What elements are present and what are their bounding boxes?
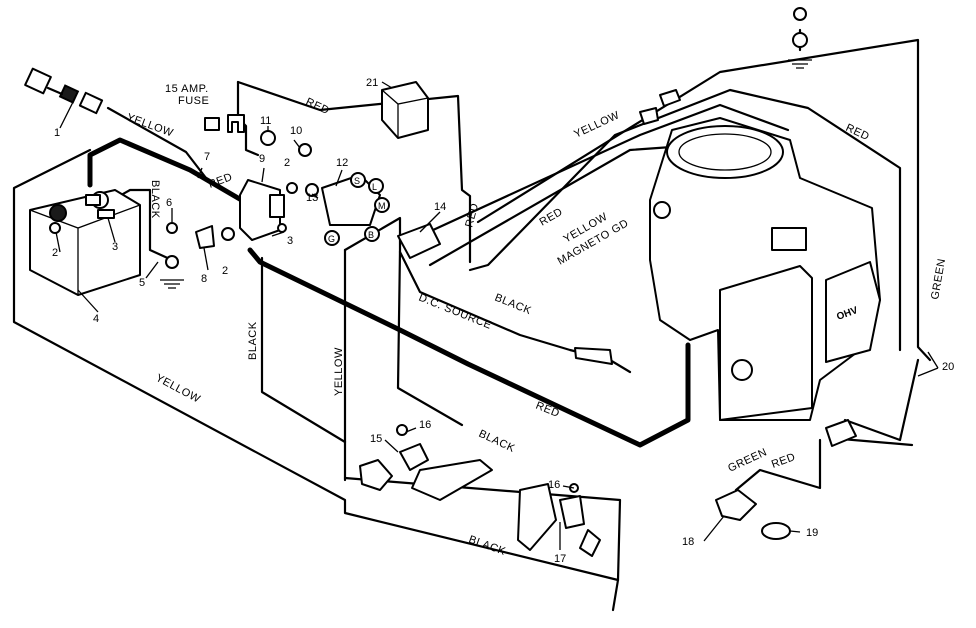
part-number-3-2: 3 [287,235,293,247]
label-yellow-vertical: YELLOW [333,347,345,396]
label-red-bottom: RED [770,451,797,471]
wire-black-vertical [260,256,347,444]
pto-switch [517,483,601,557]
wire-yellow-magneto [476,38,932,362]
label-black-vertical: BLACK [247,321,259,360]
terminal-b: B [368,230,374,240]
wire-black-dc-source [398,250,632,374]
part-number-18: 18 [682,536,694,548]
part-number-15: 15 [370,433,382,445]
wire-green-bottom [734,438,822,492]
part-number-5: 5 [139,277,145,289]
label-red-14: RED [463,202,481,229]
wire-yellow-magneto-inner [418,103,790,238]
connector-1 [24,67,104,115]
part-number-16: 16 [419,419,431,431]
part-number-17: 17 [554,553,566,565]
headlight [715,489,791,540]
part-number-7: 7 [204,151,210,163]
terminal-s: S [354,176,360,186]
solenoid-terminals: S LM G B [328,176,386,244]
part-number-14: 14 [434,201,446,213]
engine: OHV [649,117,881,421]
part-number-19: 19 [806,527,818,539]
label-black-bottom: BLACK [467,534,508,559]
ignition-switch [239,179,285,241]
wire-black-bottom [343,476,622,612]
wire-yellow-top [106,106,208,180]
small-hardware [49,89,681,493]
part-number-3: 3 [112,241,118,253]
wire-red-upper [236,80,472,264]
seat-connector [359,459,393,491]
wire-yellow-vertical [343,216,464,427]
part-number-1: 1 [54,127,60,139]
part-number-12: 12 [336,157,348,169]
ground-top [788,7,812,69]
connector-14 [397,223,441,259]
part-number-20: 20 [942,361,954,373]
fuse-label: 15 AMP. FUSE [165,83,209,107]
part-number-9: 9 [259,153,265,165]
part-number-8: 8 [201,273,207,285]
part-number-6: 6 [166,197,172,209]
fuse [204,114,245,133]
leader-lines [55,81,939,550]
label-dc-source: D.C. SOURCE [417,292,493,332]
label-red-main: RED [534,400,561,420]
wire-yellow-outer [12,148,620,582]
terminal-g: G [328,234,335,244]
label-red-top: RED [304,96,331,117]
wire-red-battery [87,137,253,208]
terminal-m: M [378,201,386,211]
seat-switch [399,443,493,501]
terminal-l: L [372,182,377,192]
battery [29,189,141,296]
part-number-2-2: 2 [222,265,228,277]
wire-red-engine [468,88,902,352]
wire-red-main [247,247,691,448]
fuse-label-line-1: 15 AMP. [165,83,209,95]
label-black-dc: BLACK [493,292,533,318]
part-number-2-3: 2 [284,157,290,169]
part-number-10: 10 [290,125,302,137]
part-number-2: 2 [52,247,58,259]
solenoid [321,172,390,246]
label-yellow-top: YELLOW [125,112,175,140]
label-black-right: BLACK [477,428,517,455]
wire-red-top [236,80,260,157]
wire-green-right [843,358,920,442]
label-black-ground: BLACK [149,180,161,219]
fuse-label-line-2: FUSE [178,95,209,107]
part-number-13: 13 [306,192,318,204]
part-number-4: 4 [93,313,99,325]
part-number-16-2: 16 [548,479,560,491]
part-number-11: 11 [260,115,271,127]
connector-20 [825,419,857,447]
module-21 [381,81,429,139]
label-green-right: GREEN [929,257,948,300]
part-number-21: 21 [366,77,378,89]
